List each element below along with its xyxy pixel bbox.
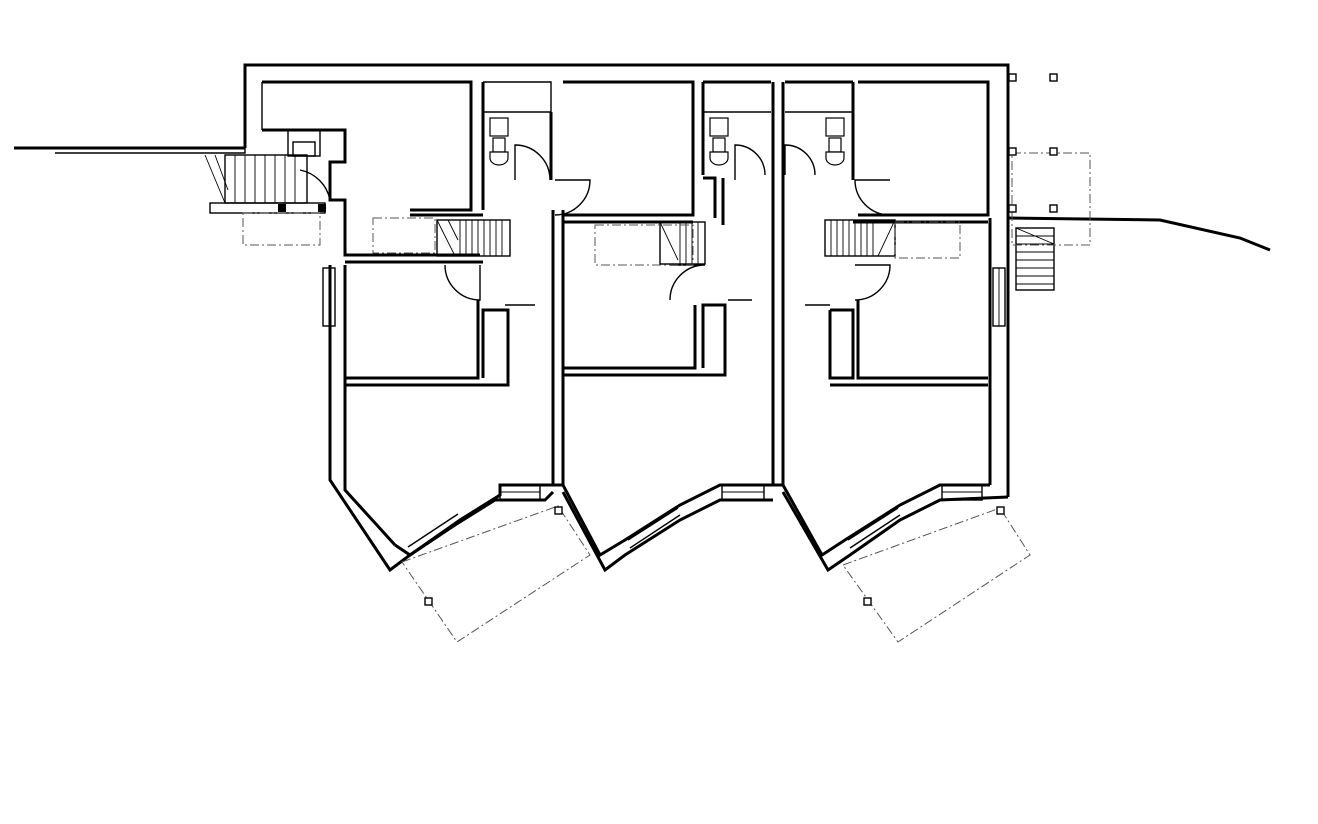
- interior-stair-unit-3: [824, 219, 896, 257]
- grade-line-left: [14, 146, 246, 154]
- deck-outlines: [401, 152, 1091, 643]
- doors: [299, 144, 891, 301]
- exterior-stair-right: [1015, 227, 1055, 291]
- interior-stair-unit-1: [436, 219, 511, 257]
- exterior-stair-left: [204, 154, 436, 254]
- bath-fixtures: [489, 117, 845, 166]
- grade-line-right: [1007, 216, 1271, 252]
- interior-walls: [345, 80, 990, 387]
- stair-arrows: [505, 299, 830, 306]
- exterior-walls: [243, 63, 1010, 573]
- bay-facade-unit-3: [773, 483, 1009, 573]
- bay-facade-unit-1: [394, 483, 555, 557]
- chimney: [287, 129, 321, 157]
- bay-facade-unit-2: [553, 483, 773, 573]
- posts: [424, 73, 1058, 606]
- side-windows: [322, 267, 1006, 327]
- party-walls: [551, 82, 785, 485]
- interior-stair-unit-2: [659, 221, 706, 265]
